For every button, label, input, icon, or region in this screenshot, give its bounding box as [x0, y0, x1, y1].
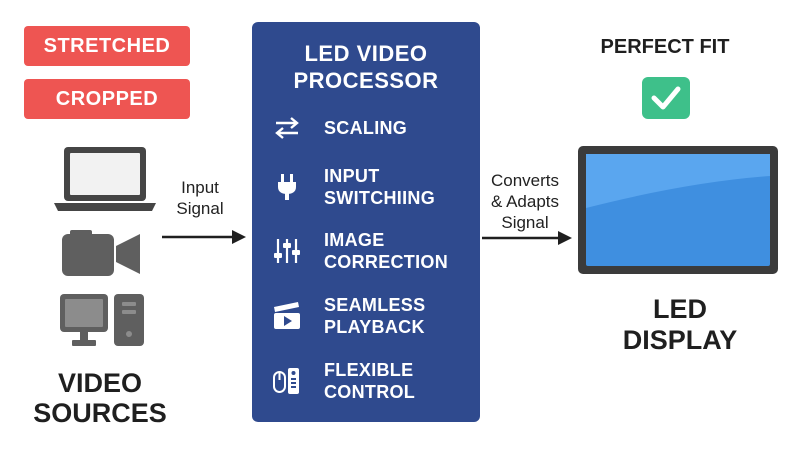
feature-seamless-playback: SEAMLESS PLAYBACK: [272, 291, 472, 341]
processor-title: LED VIDEO PROCESSOR: [293, 41, 439, 93]
input-arrow: [162, 230, 246, 244]
feature-scaling: SCALING: [272, 103, 472, 153]
output-arrow: [482, 231, 572, 245]
laptop-icon: [54, 147, 156, 211]
feature-label: SCALING: [324, 118, 408, 138]
feature-label: INPUT SWITCHIING: [324, 166, 435, 208]
converts-adapts-signal-label: Converts & Adapts Signal: [490, 171, 560, 232]
feature-label: FLEXIBLE CONTROL: [324, 360, 416, 402]
feature-label: IMAGE CORRECTION: [324, 230, 448, 272]
stretched-badge: STRETCHED: [24, 26, 190, 66]
cropped-badge: CROPPED: [24, 79, 190, 119]
perfect-fit-title: PERFECT FIT: [600, 36, 730, 58]
desktop-icon: [60, 294, 144, 346]
plug-icon: [278, 174, 296, 200]
remote-mouse-icon: [273, 368, 299, 394]
clapper-play-icon: [274, 302, 300, 329]
feature-label: SEAMLESS PLAYBACK: [324, 295, 426, 337]
sliders-icon: [274, 239, 300, 263]
checkmark-icon: [642, 77, 690, 119]
led-display-title: LED DISPLAY: [622, 294, 738, 355]
feature-flexible-control: FLEXIBLE CONTROL: [272, 356, 472, 406]
feature-image-correction: IMAGE CORRECTION: [272, 226, 472, 276]
feature-input-switching: INPUT SWITCHIING: [272, 162, 472, 212]
led-display-icon: [578, 146, 778, 274]
led-video-processor-panel: LED VIDEO PROCESSOR SCALING INPUT SWITCH…: [252, 22, 480, 422]
input-signal-label: Input Signal: [176, 178, 224, 218]
video-sources-title: VIDEO SOURCES: [33, 368, 167, 428]
scaling-icon: [275, 117, 299, 139]
camera-icon: [62, 230, 140, 276]
